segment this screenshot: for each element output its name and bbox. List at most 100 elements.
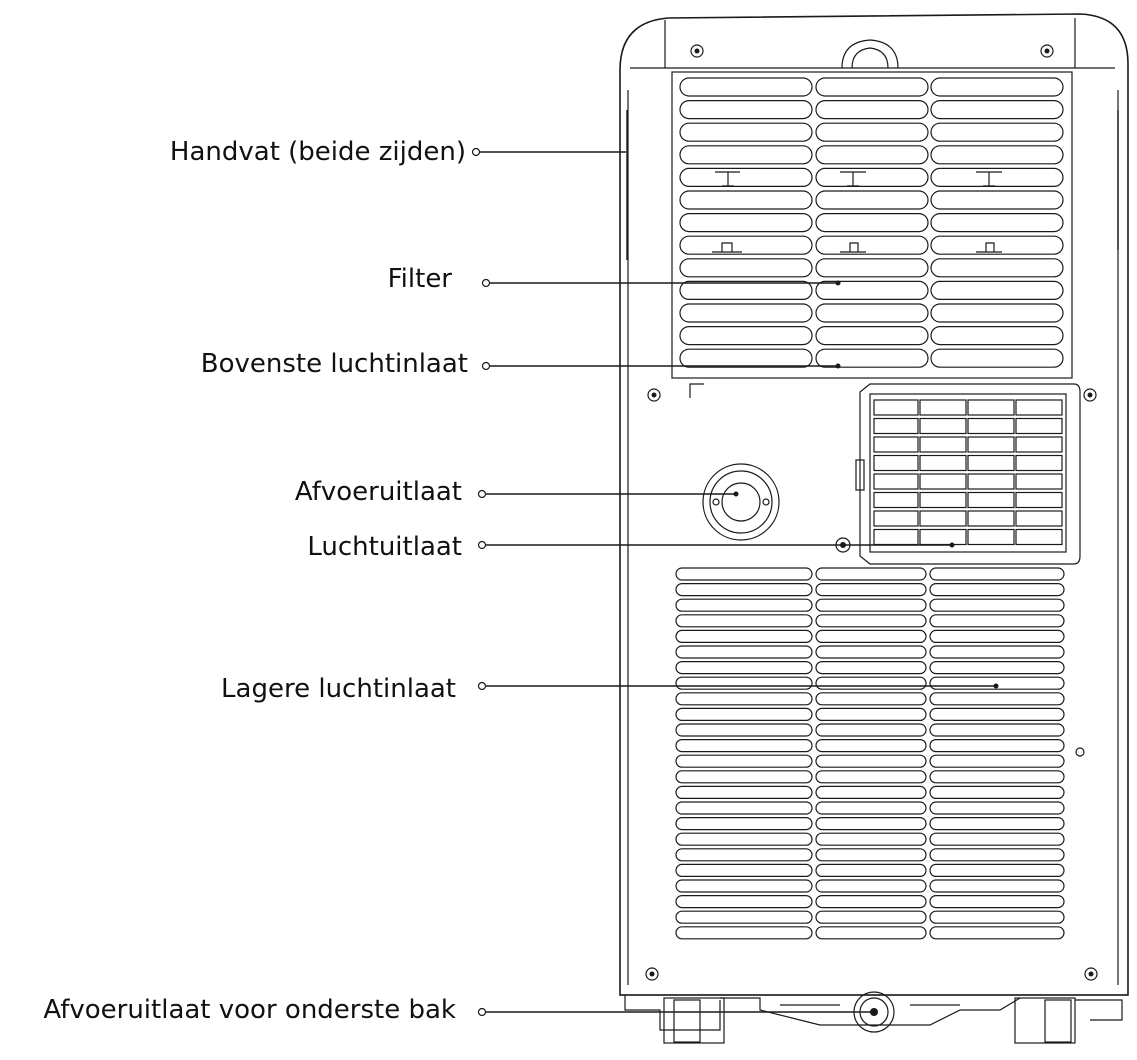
grille-slat: [929, 801, 1065, 815]
grille-cell: [919, 399, 967, 416]
grille-slat: [815, 582, 927, 597]
grille-slat: [929, 848, 1065, 862]
grille-slat: [929, 645, 1065, 659]
grille-cell: [967, 417, 1015, 435]
grille-cell: [873, 436, 919, 453]
grille-slat: [675, 816, 813, 831]
grille-slat: [815, 926, 927, 940]
grille-slat: [815, 99, 929, 120]
grille-slat: [675, 707, 813, 722]
grille-cell: [919, 454, 967, 472]
grille-slat: [929, 785, 1065, 800]
grille-slat: [815, 122, 929, 142]
grille-slat: [929, 910, 1065, 924]
screw-icon: [1075, 747, 1085, 757]
grille-slat: [675, 832, 813, 846]
grille-slat: [675, 676, 813, 690]
grille-slat: [930, 122, 1064, 142]
grille-slat: [815, 190, 929, 210]
grille-cell: [873, 510, 919, 527]
grille-slat: [815, 754, 927, 768]
grille-cell: [919, 436, 967, 453]
grille-slat: [815, 676, 927, 690]
grille-cell: [967, 436, 1015, 453]
grille-slat: [675, 645, 813, 659]
grille-slat: [675, 582, 813, 597]
grille-cell: [873, 473, 919, 490]
grille-slat: [815, 738, 927, 753]
grille-slat: [675, 910, 813, 924]
grille-slat: [679, 258, 813, 278]
grille-slat: [930, 303, 1064, 323]
grille-slat: [929, 707, 1065, 722]
grille-slat: [929, 598, 1065, 612]
callout-air-outlet: [477, 540, 955, 550]
grille-cell: [873, 454, 919, 472]
grille-slat: [679, 213, 813, 233]
grille-slat: [679, 122, 813, 142]
grille-slat: [675, 614, 813, 628]
callout-leaders: [471, 147, 999, 1017]
grille-slat: [679, 280, 813, 300]
grille-slat: [930, 348, 1064, 368]
grille-slat: [815, 629, 927, 644]
grille-slat: [930, 99, 1064, 120]
grille-slat: [815, 894, 927, 909]
grille-slat: [929, 832, 1065, 846]
grille-slat: [929, 614, 1065, 628]
label-air-outlet: Luchtuitlaat: [307, 532, 462, 562]
grille-slat: [815, 167, 929, 187]
screw-icon: [1083, 388, 1097, 402]
grille-slat: [929, 926, 1065, 940]
grille-slat: [929, 863, 1065, 878]
grille-slat: [815, 816, 927, 831]
callout-filter: [481, 278, 841, 288]
callout-upper-inlet: [481, 361, 841, 371]
upper-air-inlet-grille: [671, 71, 1073, 398]
callout-drain-outlet: [477, 489, 739, 499]
grille-slat: [929, 816, 1065, 831]
grille-slat: [929, 894, 1065, 909]
grille-slat: [675, 738, 813, 753]
callout-lower-inlet: [477, 681, 999, 691]
grille-slat: [675, 785, 813, 800]
screw-icon: [647, 388, 661, 402]
label-upper-air-inlet: Bovenste luchtinlaat: [201, 349, 468, 379]
grille-slat: [929, 879, 1065, 893]
grille-slat: [675, 863, 813, 878]
grille-slat: [815, 770, 927, 784]
grille-slat: [929, 754, 1065, 768]
screw-icon: [690, 44, 704, 58]
grille-slat: [679, 326, 813, 346]
grille-slat: [675, 723, 813, 737]
grille-slat: [930, 280, 1064, 300]
label-drain-outlet: Afvoeruitlaat: [295, 477, 462, 507]
grille-cell: [967, 491, 1015, 509]
base-and-casters: [624, 991, 1123, 1044]
grille-slat: [815, 326, 929, 346]
grille-slat: [815, 660, 927, 675]
grille-slat: [930, 258, 1064, 278]
screw-icon: [1084, 967, 1098, 981]
grille-slat: [929, 567, 1065, 581]
grille-slat: [675, 879, 813, 893]
grille-slat: [815, 848, 927, 862]
grille-cell: [1015, 417, 1063, 435]
grille-slat: [675, 926, 813, 940]
grille-slat: [815, 213, 929, 233]
grille-slat: [929, 770, 1065, 784]
grille-slat: [929, 676, 1065, 690]
grille-slat: [675, 848, 813, 862]
grille-slat: [930, 326, 1064, 346]
screw-icon: [1040, 44, 1054, 58]
grille-slat: [930, 145, 1064, 165]
grille-cell: [919, 417, 967, 435]
grille-slat: [815, 280, 929, 300]
grille-slat: [815, 707, 927, 722]
grille-slat: [815, 235, 929, 255]
grille-slat: [675, 754, 813, 768]
grille-slat: [815, 801, 927, 815]
grille-slat: [930, 167, 1064, 187]
grille-cell: [1015, 491, 1063, 509]
grille-slat: [815, 832, 927, 846]
